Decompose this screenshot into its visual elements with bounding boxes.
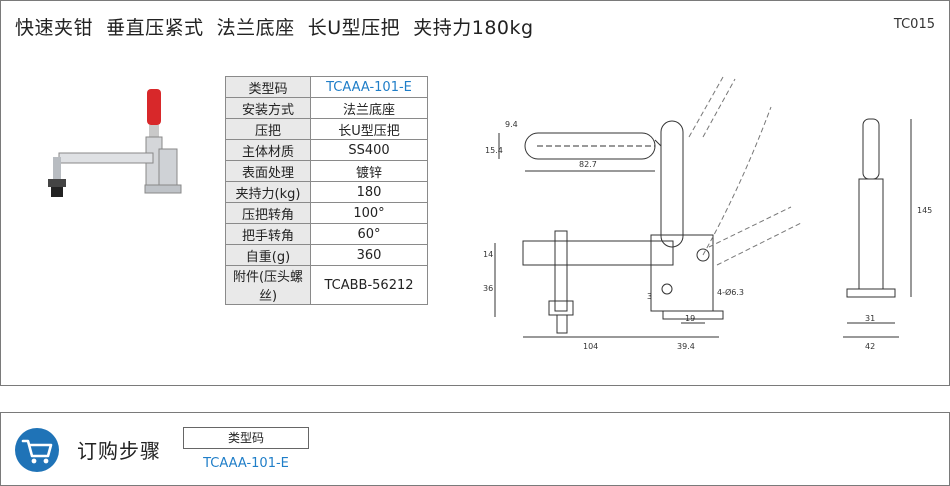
technical-drawing: 9.4 15.4 82.7 14 36 3 4-Ø6.3 19 104 39.4… <box>483 76 932 351</box>
order-panel: 订购步骤 类型码 TCAAA-101-E <box>0 412 950 486</box>
dim-145: 145 <box>917 206 932 215</box>
dim-36: 36 <box>483 284 493 293</box>
type-code-label: 类型码 <box>183 427 309 449</box>
spec-key: 附件(压头螺丝) <box>225 265 311 305</box>
spec-value: 100° <box>310 202 428 224</box>
dim-19: 19 <box>685 314 695 323</box>
spec-key: 自重(g) <box>225 244 311 266</box>
spec-value: 镀锌 <box>310 160 428 182</box>
product-panel: 快速夹钳 垂直压紧式 法兰底座 长U型压把 夹持力180kg TC015 类型码… <box>0 0 950 386</box>
spec-value: SS400 <box>310 139 428 161</box>
spec-key: 压把 <box>225 118 311 140</box>
dim-104: 104 <box>583 342 598 351</box>
dim-82-7: 82.7 <box>579 160 597 169</box>
spec-key: 把手转角 <box>225 223 311 245</box>
dim-42: 42 <box>865 342 875 351</box>
spec-key: 夹持力(kg) <box>225 181 311 203</box>
type-code-value[interactable]: TCAAA-101-E <box>203 456 289 471</box>
order-steps-title: 订购步骤 <box>77 439 161 463</box>
spec-value: TCABB-56212 <box>310 265 428 305</box>
red-handle-grip <box>147 89 161 125</box>
spec-value: 法兰底座 <box>310 97 428 119</box>
spec-key: 表面处理 <box>225 160 311 182</box>
spec-value: 360 <box>310 244 428 266</box>
spec-row: 夹持力(kg)180 <box>225 181 428 203</box>
dim-31: 31 <box>865 314 875 323</box>
spec-row: 自重(g)360 <box>225 244 428 266</box>
dim-3: 3 <box>647 292 652 301</box>
dim-15-4: 15.4 <box>485 146 503 155</box>
product-code: TC015 <box>893 17 935 32</box>
spec-row: 压把长U型压把 <box>225 118 428 140</box>
dim-9-4: 9.4 <box>505 120 518 129</box>
spec-row: 安装方式法兰底座 <box>225 97 428 119</box>
dim-14: 14 <box>483 250 493 259</box>
spec-value: 60° <box>310 223 428 245</box>
dim-39-4: 39.4 <box>677 342 695 351</box>
spec-key: 主体材质 <box>225 139 311 161</box>
spec-key: 安装方式 <box>225 97 311 119</box>
spec-row: 表面处理镀锌 <box>225 160 428 182</box>
dim-hole: 4-Ø6.3 <box>717 287 744 297</box>
product-title: 快速夹钳 垂直压紧式 法兰底座 长U型压把 夹持力180kg <box>15 17 534 39</box>
cart-icon <box>15 428 59 472</box>
product-photo <box>48 89 182 197</box>
spec-key: 压把转角 <box>225 202 311 224</box>
spec-key: 类型码 <box>225 76 311 98</box>
spec-row: 附件(压头螺丝)TCABB-56212 <box>225 265 428 305</box>
spec-value: 长U型压把 <box>310 118 428 140</box>
spec-value[interactable]: TCAAA-101-E <box>310 76 428 98</box>
spec-value: 180 <box>310 181 428 203</box>
